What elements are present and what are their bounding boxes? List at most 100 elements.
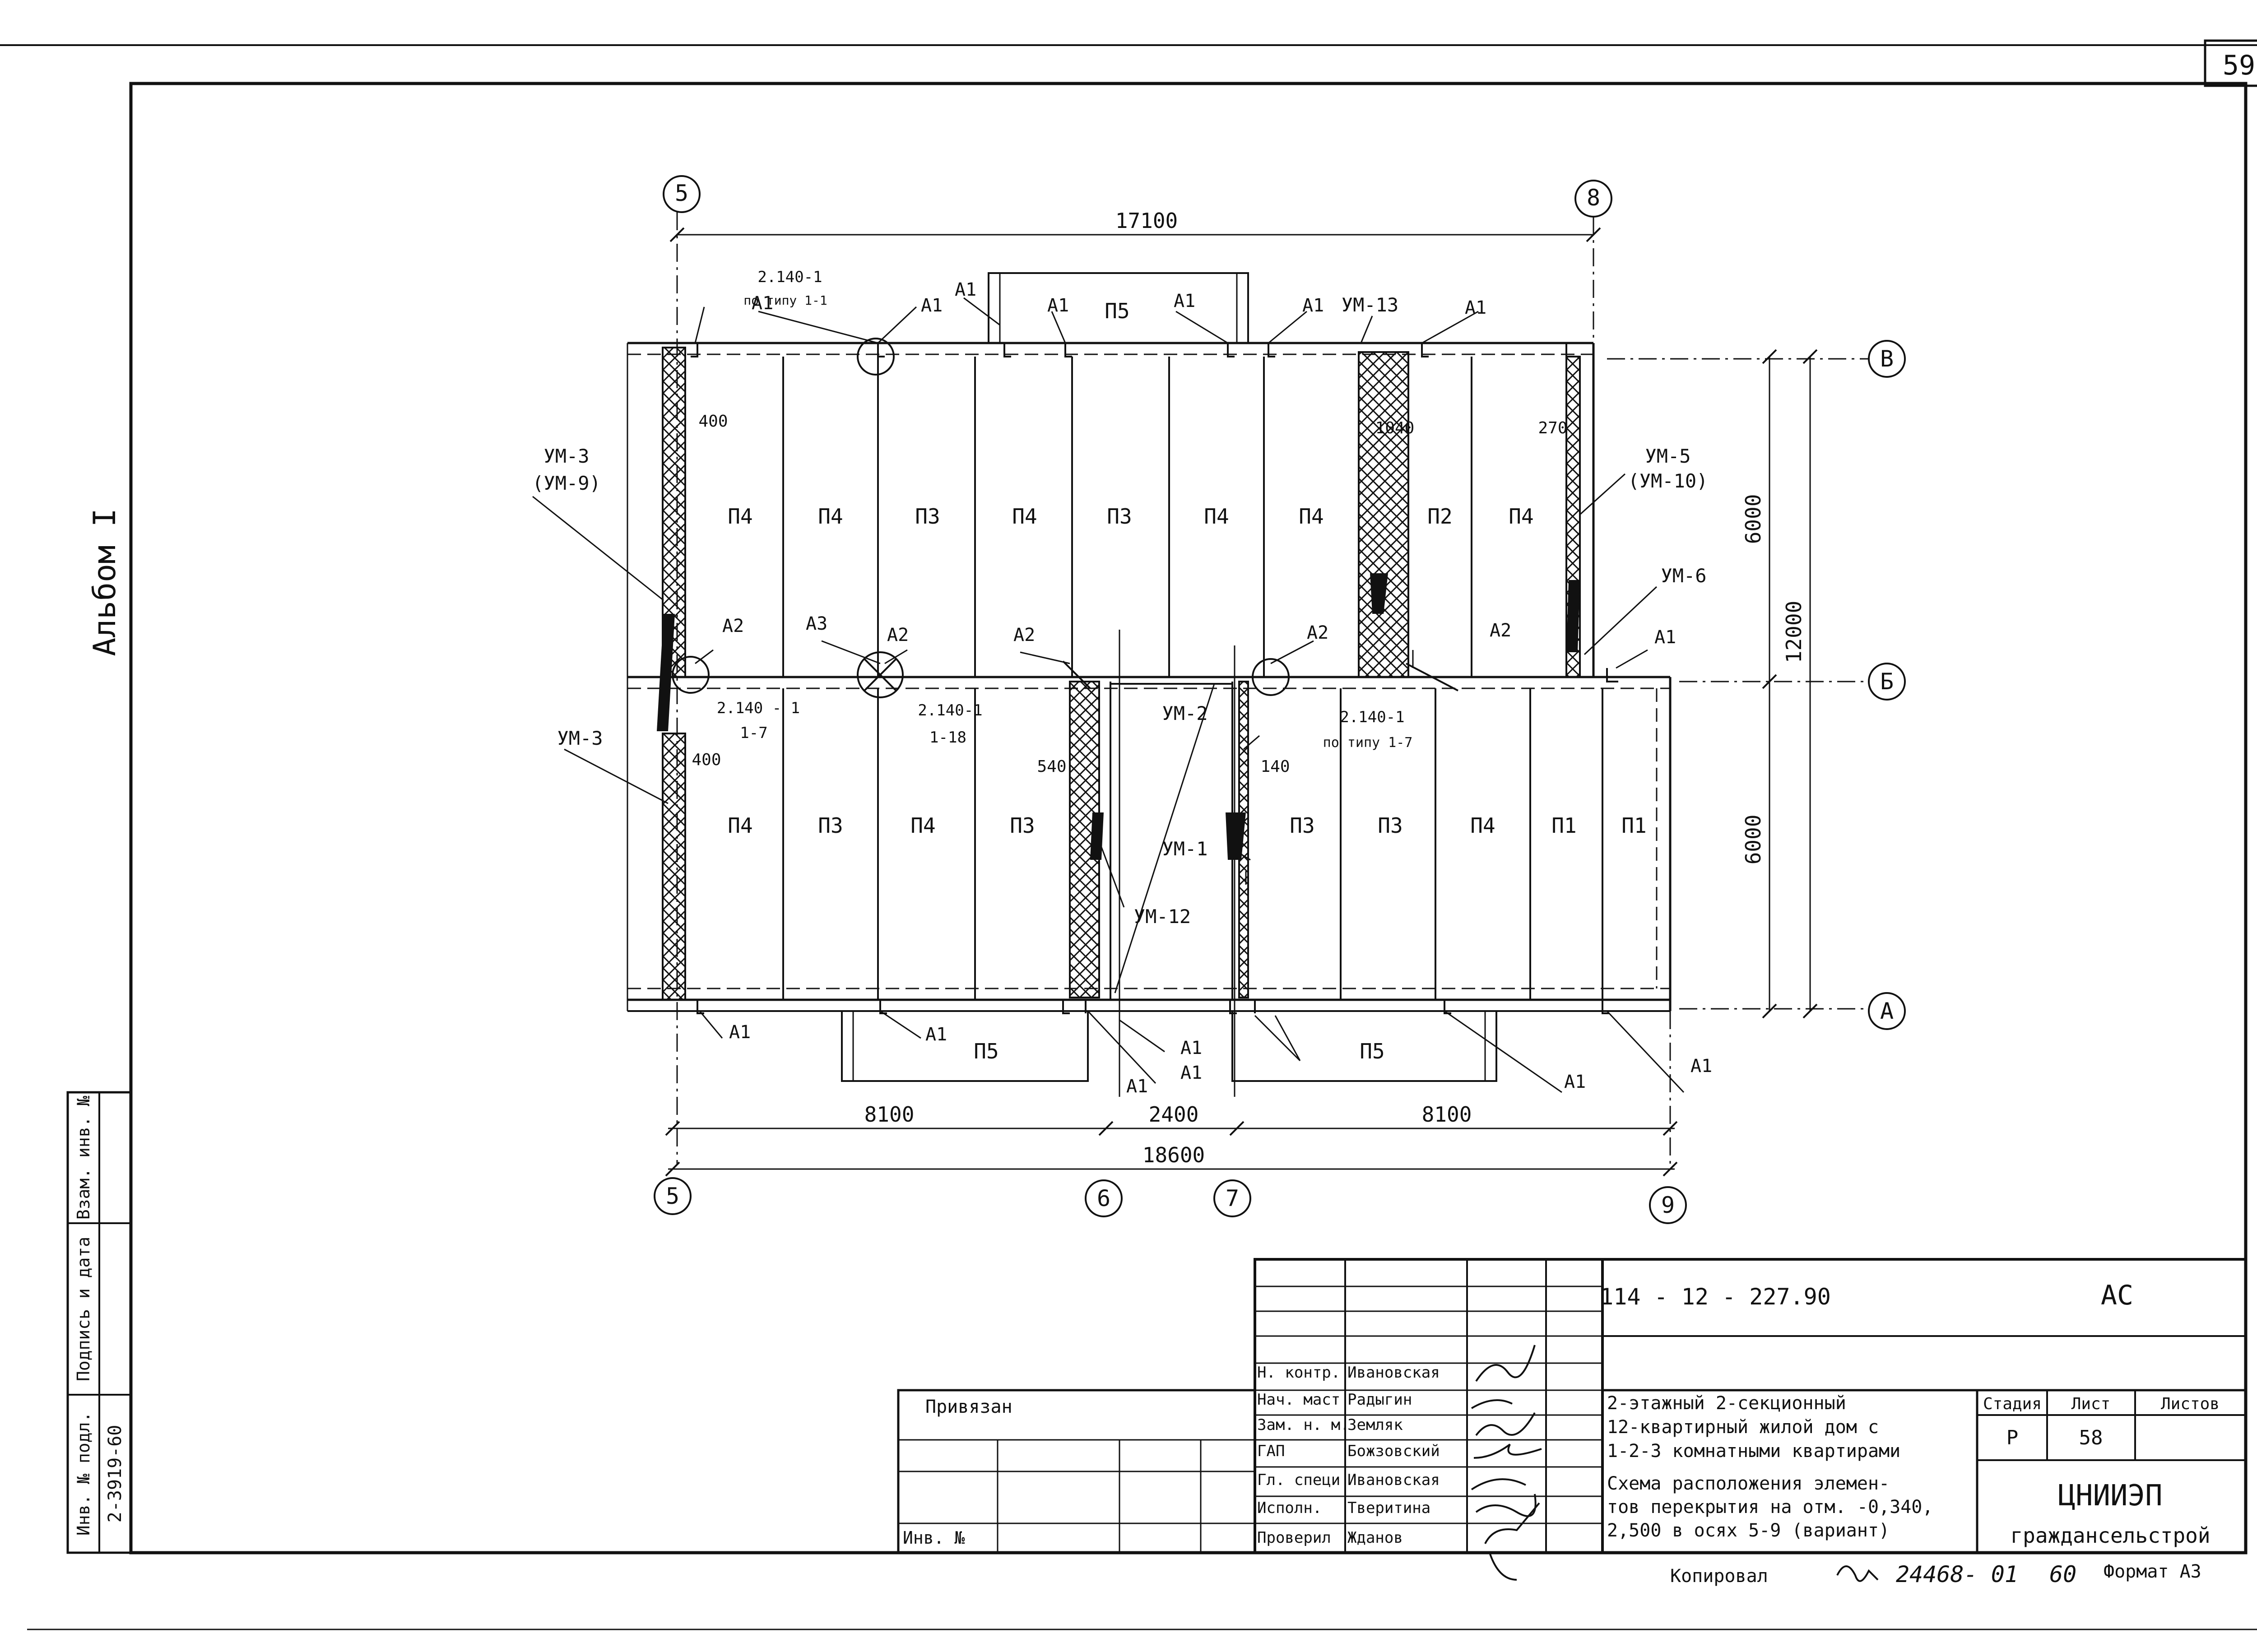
anchor-label: А1 (955, 279, 976, 300)
dim-bottom-a: 8100 (864, 1102, 915, 1127)
axis-top-8: 8 (1587, 185, 1600, 211)
sheet-label: Лист (2071, 1395, 2111, 1413)
ref-118: 2.140-1 (918, 701, 982, 719)
role: Исполн. (1257, 1499, 1322, 1517)
node-labels: УМ-3 (УМ-9) УМ-3 УМ-13 УМ-5 (УМ-10) УМ-6… (532, 294, 1708, 928)
ref-17b: 2.140-1 (1340, 708, 1404, 726)
dim-270: 270 (1538, 419, 1567, 437)
anchor-label: А1 (1180, 1063, 1202, 1083)
name: Ивановская (1347, 1471, 1440, 1489)
panel-upper-3: П3 (915, 504, 940, 529)
anchor-label: А1 (729, 1022, 751, 1043)
dim-bottom-b: 2400 (1149, 1102, 1199, 1127)
panel-lower-7: П4 (1470, 813, 1495, 838)
axis-right-a: А (1880, 998, 1894, 1024)
role: Гл. специ (1257, 1471, 1340, 1489)
anchor-label: А1 (1126, 1076, 1148, 1097)
node-um9: (УМ-9) (532, 472, 601, 494)
anchor-label: А3 (806, 613, 827, 634)
panel-upper-2: П4 (818, 504, 843, 529)
anchor-labels: А1 А1 А1 А1 А1 А1 А1 А1 А2 А3 А2 А2 А2 А… (722, 279, 1712, 1097)
panel-lower-5: П3 (1290, 813, 1314, 838)
ref-top-sub: по типу 1-1 (743, 293, 827, 308)
org-name: ЦНИИЭП (2058, 1479, 2162, 1513)
name: Тверитина (1347, 1499, 1430, 1517)
title-mark: АС (2101, 1280, 2133, 1311)
project-title: 2-этажный 2-секционный 12-квартирный жил… (1607, 1393, 1933, 1541)
role: ГАП (1257, 1442, 1285, 1460)
panel-upper-7: П4 (1299, 504, 1324, 529)
node-um5: УМ-5 (1645, 445, 1690, 467)
dim-right-total: 12000 (1782, 601, 1806, 663)
dim-right-lower: 6000 (1741, 815, 1765, 865)
node-um12: УМ-12 (1134, 905, 1191, 928)
stamp-vzam: Взам. инв. № (74, 1096, 93, 1220)
copied-label: Копировал (1670, 1566, 1768, 1587)
sheet-title-line: Схема расположения элемен- (1607, 1473, 1890, 1494)
node-um1: УМ-1 (1162, 838, 1207, 860)
privyazan-label: Привязан (925, 1397, 1012, 1417)
balcony-bottom-right: П5 (1360, 1039, 1384, 1063)
name: Радыгин (1347, 1391, 1412, 1409)
node-um13: УМ-13 (1342, 294, 1398, 316)
sheet-title-line: 2,500 в осях 5-9 (вариант) (1607, 1520, 1890, 1541)
axis-right-b: Б (1880, 668, 1894, 695)
name: Земляк (1347, 1416, 1403, 1434)
anchor-label: А1 (1465, 297, 1486, 318)
role: Н. контр. (1257, 1364, 1340, 1382)
stage-label: Стадия (1983, 1395, 2042, 1413)
panels-upper: П4 П4 П3 П4 П3 П4 П4 П2 П4 (728, 504, 1533, 529)
panel-upper-6: П4 (1204, 504, 1229, 529)
ref-top: 2.140-1 (757, 268, 822, 286)
dim-top: 17100 (1115, 209, 1178, 233)
axis-top-5: 5 (675, 180, 688, 206)
dim-1040: 1040 (1375, 419, 1415, 437)
ref-17-sub: 1-7 (740, 724, 767, 742)
sheet-title-line: тов перекрытия на отм. -0,340, (1607, 1497, 1933, 1517)
anchor-label: А1 (1690, 1056, 1712, 1077)
role: Проверил (1257, 1529, 1331, 1547)
side-stamp (66, 1091, 132, 1554)
axis-bottom-5: 5 (666, 1183, 679, 1209)
title-code: 114 - 12 - 227.90 (1600, 1284, 1831, 1310)
org-name-2: граждансельстрой (2010, 1523, 2210, 1548)
ref-17b-sub: по типу 1-7 (1323, 735, 1413, 751)
anchor-label: А2 (1307, 622, 1328, 643)
stamp-sign: Подпись и дата (74, 1237, 93, 1381)
stamp-inv: Инв. № подл. (74, 1412, 93, 1536)
reference-labels: 2.140-1 по типу 1-1 2.140 - 1 1-7 2.140-… (717, 268, 1412, 751)
dim-bottom-c: 8100 (1422, 1102, 1472, 1127)
axis-right-v: В (1880, 346, 1894, 372)
panel-upper-5: П3 (1107, 504, 1132, 529)
sheets-label: Листов (2161, 1395, 2220, 1413)
anchor-label: А1 (925, 1024, 947, 1045)
panel-upper-1: П4 (728, 504, 752, 529)
anchor-label: А1 (1174, 291, 1195, 311)
name: Божзовский (1347, 1442, 1440, 1460)
anchor-label: А1 (1047, 295, 1069, 316)
node-um3-bottom: УМ-3 (557, 727, 603, 749)
inv-number: 2-3919-60 (105, 1425, 125, 1523)
panel-lower-9: П1 (1621, 813, 1646, 838)
panel-lower-3: П4 (910, 813, 935, 838)
project-line: 12-квартирный жилой дом с (1607, 1417, 1879, 1438)
balcony-top: П5 (1105, 299, 1129, 323)
copy-page: 60 (2049, 1561, 2076, 1587)
dim-400b: 400 (692, 751, 721, 769)
balcony-bottom-left: П5 (974, 1039, 998, 1063)
stage-value: Р (2006, 1426, 2019, 1449)
format-label: Формат А3 (2104, 1561, 2201, 1582)
title-names: Ивановская Радыгин Земляк Божзовский Ива… (1347, 1364, 1440, 1547)
node-um3-top: УМ-3 (543, 445, 589, 467)
axis-bottom-7: 7 (1226, 1185, 1239, 1211)
anchor-label: А1 (1654, 627, 1676, 648)
anchor-label: А1 (921, 295, 943, 316)
anchor-label: А1 (1180, 1038, 1202, 1058)
panel-lower-6: П3 (1378, 813, 1402, 838)
album-label: Альбом I (87, 508, 123, 656)
anchor-label: А2 (722, 616, 744, 636)
panel-lower-8: П1 (1551, 813, 1576, 838)
node-um6: УМ-6 (1661, 565, 1706, 587)
copy-signature (1836, 1565, 1879, 1582)
